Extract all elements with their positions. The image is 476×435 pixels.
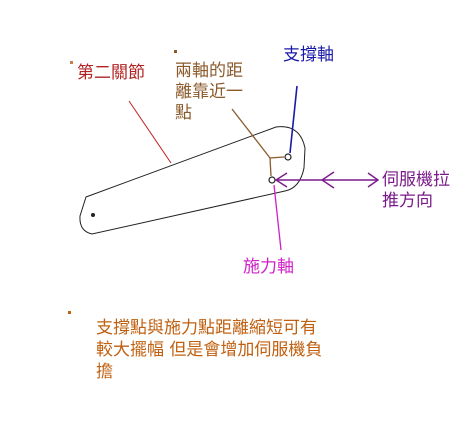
note-line3: 擔 [96, 362, 113, 382]
distance-closer-label-line3: 點 [175, 103, 192, 123]
distance-leader-to-force [269, 157, 272, 177]
servo-arrow-left-head [274, 172, 288, 188]
distance-closer-label-line2: 離靠近一 [175, 82, 243, 102]
stray-mark-3 [68, 311, 71, 314]
second-joint-link-body [79, 126, 306, 235]
servo-pull-label-line2: 推方向 [382, 191, 433, 211]
second-joint-label: 第二關節 [77, 63, 145, 83]
servo-arrow-right-head [367, 172, 380, 188]
distance-leader-to-pivot [269, 156, 285, 159]
force-axis-label: 施力軸 [243, 257, 294, 277]
note-line1: 支撐點與施力點距離縮短可有 [96, 318, 317, 338]
pivot-axis-label: 支撐軸 [283, 45, 334, 65]
distance-leader-stem [231, 108, 271, 159]
end-hole [91, 213, 95, 217]
servo-pull-label-line1: 伺服機拉 [382, 170, 450, 190]
note-line2: 較大擺幅 但是會增加伺服機負 [96, 340, 323, 360]
stray-mark-1 [70, 61, 73, 64]
force-axis-leader [273, 184, 282, 251]
force-hole [268, 176, 276, 184]
distance-closer-label-line1: 兩軸的距 [175, 61, 243, 81]
pivot-axis-leader [289, 85, 298, 154]
stray-mark-2 [174, 50, 177, 53]
second-joint-leader [128, 100, 172, 164]
servo-arrow-left-head-2 [320, 171, 335, 189]
pivot-hole [284, 153, 292, 161]
